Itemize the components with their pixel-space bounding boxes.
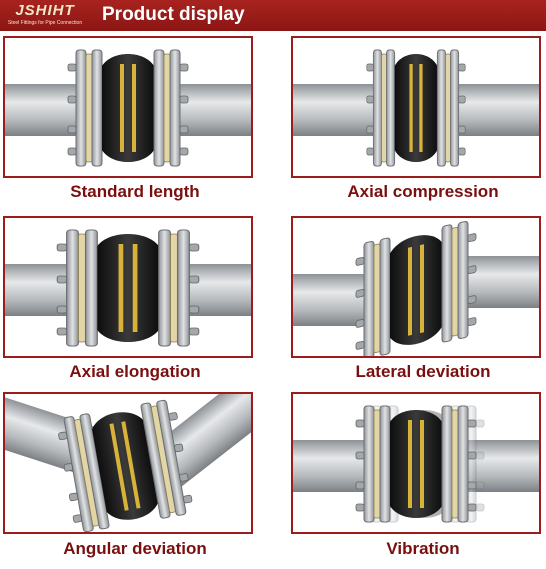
panel-angular-deviation [3, 392, 253, 534]
joint-illustration-elongation [5, 229, 251, 347]
caption-axial-elongation: Axial elongation [69, 362, 201, 381]
joint-illustration-compression [293, 49, 539, 167]
caption-lateral-deviation: Lateral deviation [355, 362, 491, 381]
joint-illustration-angular [5, 394, 251, 532]
caption-vibration: Vibration [386, 539, 460, 558]
caption-standard-length: Standard length [70, 182, 200, 201]
caption-axial-compression: Axial compression [347, 182, 499, 201]
joint-illustration-lateral [293, 218, 539, 356]
logo-subtext: Steel Fittings for Pipe Connection [7, 20, 83, 26]
page-title: Product display [102, 4, 245, 25]
panel-axial-compression [291, 36, 541, 178]
panel-vibration [291, 392, 541, 534]
panel-standard-length [3, 36, 253, 178]
brand-logo: JSHIHT Steel Fittings for Pipe Connectio… [2, 2, 88, 29]
joint-illustration-vibration [293, 405, 539, 523]
logo-text: JSHIHT [15, 2, 75, 19]
header-bar: JSHIHT Steel Fittings for Pipe Connectio… [0, 0, 546, 31]
joint-illustration-standard [5, 49, 251, 167]
panel-lateral-deviation [291, 216, 541, 358]
caption-angular-deviation: Angular deviation [63, 539, 207, 558]
panel-axial-elongation [3, 216, 253, 358]
